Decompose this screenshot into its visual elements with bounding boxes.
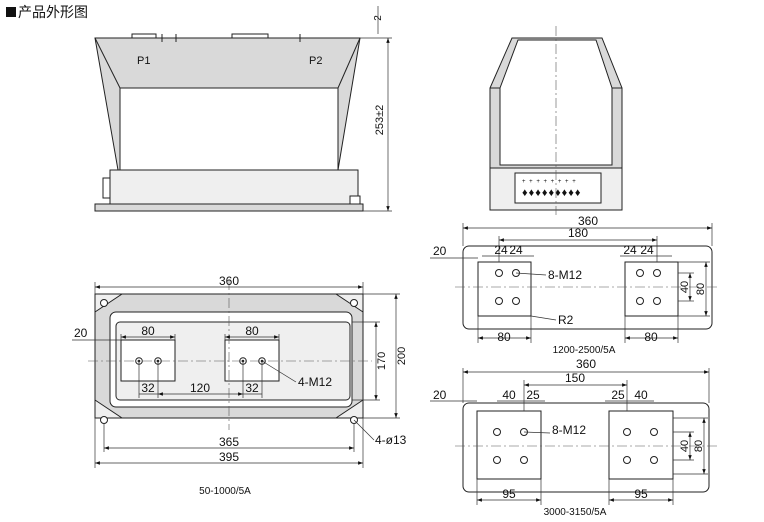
front-base-plate: [94, 203, 364, 212]
plan-a-dim-between: 180: [568, 226, 588, 240]
front-body-window: [119, 87, 339, 171]
front-terminal-stub-1: [131, 33, 157, 39]
plan-a-dim-pad-left: 80: [497, 330, 511, 344]
plan-b-pad-right: [608, 410, 674, 480]
plan-b-dim-40b: 40: [634, 388, 648, 402]
svg-text:♦♦♦♦♦♦♦♦♦: ♦♦♦♦♦♦♦♦♦: [522, 187, 582, 199]
plan-b-dim-margin: 20: [433, 388, 447, 402]
front-base-block: [109, 169, 359, 205]
front-dim-height: 253±2: [374, 105, 386, 136]
base-dim-inner-h: 170: [376, 352, 388, 370]
base-view: 360 80 80 20 32 120 32 4-M12 170 200 4-ø…: [72, 274, 408, 497]
front-dim-top: 2: [373, 15, 384, 21]
plan-a-dim-pad-right: 80: [644, 330, 658, 344]
front-view: P1 P2 2 253±2: [94, 6, 392, 212]
plan-b-dim-pad-left: 95: [502, 487, 516, 501]
front-ground-bolt: [349, 195, 361, 205]
drawing-title: 产品外形图: [18, 5, 88, 21]
side-view: ♦♦♦♦♦♦♦♦♦ + + + + + + + +: [489, 26, 623, 215]
base-mount-hole-label: 4-ø13: [375, 433, 407, 447]
plan-a-dim-margin: 20: [433, 244, 447, 258]
plan-b-dim-80v: 80: [693, 440, 705, 452]
plan-b-thread-label: 8-M12: [552, 423, 586, 437]
side-terminal-studs: ♦♦♦♦♦♦♦♦♦ + + + + + + + +: [522, 179, 582, 199]
base-dim-pad-right: 80: [245, 324, 259, 338]
plan-a-dim-width: 360: [578, 214, 598, 228]
plan-b-dim-25b: 25: [611, 388, 625, 402]
plan-b-dim-40v: 40: [679, 440, 691, 452]
plan-b-dim-25a: 25: [526, 388, 540, 402]
plan-a-dim-24c: 24: [623, 243, 637, 257]
side-terminal-box: [514, 172, 602, 204]
plan-b-dim-40a: 40: [502, 388, 516, 402]
plan-b-pad-left: [476, 410, 542, 480]
base-dim-outer-h: 200: [396, 347, 408, 365]
base-dim-width: 360: [219, 274, 239, 288]
base-dim-overall: 395: [219, 450, 239, 464]
plan-b-dim-width: 360: [576, 357, 596, 371]
base-thread-label: 4-M12: [298, 375, 332, 389]
svg-text:+ + + + + + + +: + + + + + + + +: [522, 179, 577, 185]
front-terminal-stub-2: [231, 33, 269, 39]
front-label-p2: P2: [309, 55, 322, 67]
base-pad-left: [120, 339, 176, 382]
base-dim-mount: 365: [219, 435, 239, 449]
base-dim-margin: 20: [74, 326, 88, 340]
plan-a-pad-right: [624, 261, 679, 317]
front-nameplate: [102, 177, 111, 199]
plan-a-radius-label: R2: [558, 313, 574, 327]
plan-a-dim-40: 40: [679, 281, 691, 293]
plan-a-dim-24a: 24: [494, 243, 508, 257]
plan-b-dim-pad-right: 95: [634, 487, 648, 501]
plan-a-dim-80v: 80: [695, 283, 707, 295]
plan-a-caption: 1200-2500/5A: [553, 345, 616, 356]
plan-view-b: 360 150 20 40 25 25 40 8-M12 40 80 95 95…: [430, 357, 718, 518]
drawing-header: 产品外形图: [6, 3, 88, 21]
plan-view-a: 360 180 20 24 24 24 24 8-M12 R2 40 80 80…: [430, 214, 718, 356]
plan-b-dim-between: 150: [565, 371, 585, 385]
base-caption: 50-1000/5A: [199, 486, 251, 497]
plan-a-pad-left: [477, 261, 532, 317]
plan-a-bolt-holes: [495, 269, 661, 305]
base-dim-hole-right: 32: [245, 381, 259, 395]
square-bullet-icon: [6, 7, 16, 17]
plan-a-dim-24b: 24: [509, 243, 523, 257]
base-dim-pad-left: 80: [141, 324, 155, 338]
base-pad-right: [224, 339, 280, 382]
base-dim-between: 120: [190, 381, 210, 395]
plan-a-dim-24d: 24: [640, 243, 654, 257]
base-dim-hole-left: 32: [141, 381, 155, 395]
plan-b-caption: 3000-3150/5A: [544, 507, 607, 518]
plan-a-thread-label: 8-M12: [548, 268, 582, 282]
front-label-p1: P1: [137, 55, 150, 67]
